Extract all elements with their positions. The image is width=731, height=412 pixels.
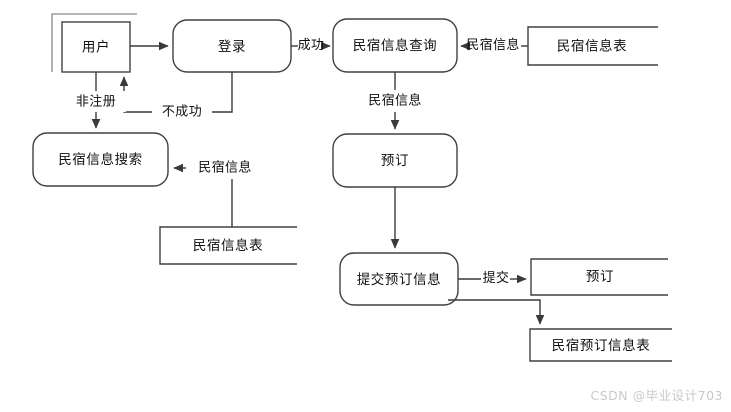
store-booking[interactable]	[530, 258, 668, 296]
flow-label-fail-backdrop	[152, 101, 212, 122]
user-entity-shadow	[51, 13, 137, 72]
store-accommodation-info-top-label: 民宿信息表	[557, 38, 628, 55]
node-user-label: 用户	[82, 39, 110, 56]
flow-label-fail: 不成功	[162, 105, 202, 120]
csdn-watermark: CSDN @毕业设计703	[590, 388, 723, 403]
flow-label-info-search: 民宿信息	[198, 160, 252, 176]
store-booking-info[interactable]	[529, 328, 672, 362]
flow-submit-to-store-booking-info	[448, 299, 545, 325]
node-login-label: 登录	[218, 39, 246, 55]
flow-label-nonregistered-backdrop	[66, 91, 126, 112]
store-accommodation-info-mid[interactable]	[159, 226, 297, 265]
flow-label-success: 成功	[298, 38, 325, 53]
store-accommodation-info-mid-label: 民宿信息表	[193, 237, 264, 254]
node-submit-label: 提交预订信息	[357, 271, 442, 288]
node-search[interactable]	[32, 132, 169, 187]
flow-label-info-query: 民宿信息	[466, 37, 520, 53]
flow-label-nonregistered: 非注册	[76, 95, 116, 110]
flow-label-submit: 提交	[483, 270, 510, 286]
node-query-label: 民宿信息查询	[353, 37, 438, 54]
node-search-label: 民宿信息搜索	[58, 151, 143, 168]
flow-label-info-booking: 民宿信息	[368, 93, 422, 109]
store-booking-info-label: 民宿预订信息表	[552, 337, 651, 354]
store-booking-label: 预订	[586, 269, 614, 285]
flow-label-info-search-backdrop	[186, 157, 264, 179]
flow-label-info-booking-backdrop	[356, 90, 434, 112]
node-booking-label: 预订	[381, 153, 409, 169]
